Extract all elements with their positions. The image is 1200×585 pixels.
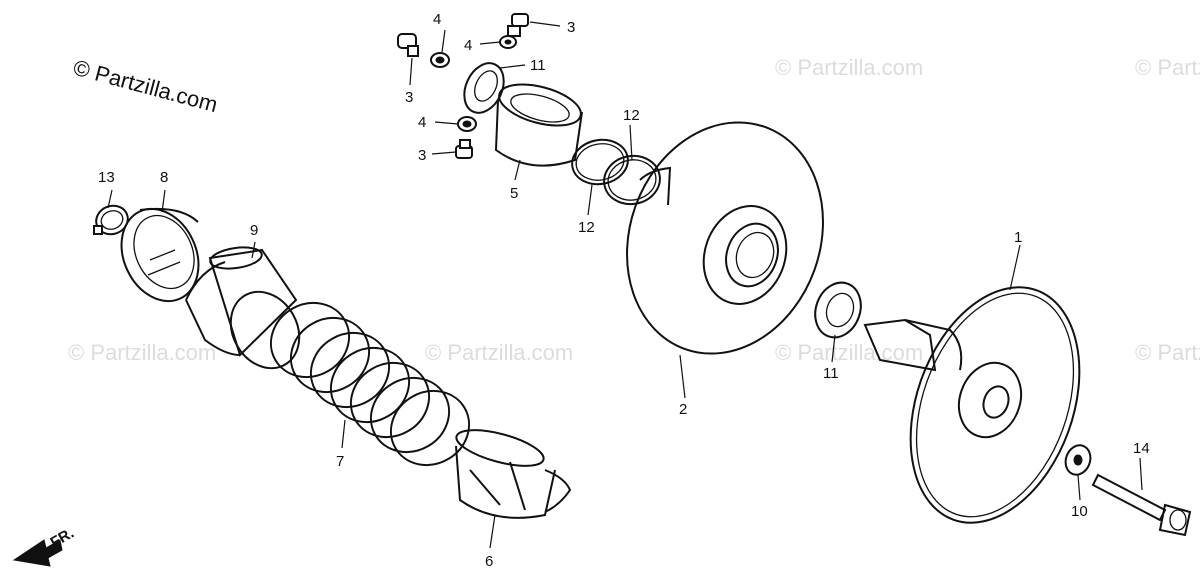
callout-12-top: 12 bbox=[623, 107, 640, 124]
callout-2: 2 bbox=[679, 401, 687, 418]
front-arrow: FR. bbox=[12, 525, 77, 567]
part-6-guide-collar bbox=[455, 429, 572, 519]
watermark-2: © Partzilla.com bbox=[1135, 55, 1200, 80]
part-14-bolt bbox=[1091, 473, 1192, 537]
callout-3-left: 3 bbox=[405, 89, 413, 106]
callout-4-top: 4 bbox=[433, 11, 441, 28]
leader-lines bbox=[107, 21, 1143, 549]
watermarks: © Partzilla.com © Partzilla.com © Partzi… bbox=[68, 55, 1200, 365]
small-parts-3-4 bbox=[397, 13, 529, 159]
callout-5: 5 bbox=[510, 185, 518, 202]
part-7-spring bbox=[269, 301, 471, 467]
part-2-movable-face bbox=[626, 121, 824, 355]
part-8-spring-seat bbox=[120, 207, 200, 303]
watermark-6: © Partzilla.com bbox=[1135, 340, 1200, 365]
callout-8: 8 bbox=[160, 169, 168, 186]
callout-12-lower: 12 bbox=[578, 219, 595, 236]
part-13-circlip bbox=[93, 204, 129, 236]
part-11-oil-seal-lower bbox=[814, 281, 862, 339]
callout-9: 9 bbox=[250, 222, 258, 239]
callout-14: 14 bbox=[1133, 440, 1150, 457]
watermark-4: © Partzilla.com bbox=[425, 340, 573, 365]
callout-11-lower: 11 bbox=[823, 365, 839, 382]
callout-6: 6 bbox=[485, 553, 493, 570]
part-12-o-rings bbox=[571, 138, 661, 206]
callout-1: 1 bbox=[1014, 229, 1022, 246]
part-5-sleeve bbox=[494, 83, 583, 167]
callout-11-top: 11 bbox=[530, 57, 546, 74]
watermark-3: © Partzilla.com bbox=[68, 340, 216, 365]
callout-3-middle: 3 bbox=[418, 147, 426, 164]
part-1-drive-face bbox=[863, 286, 1081, 524]
callout-3-top: 3 bbox=[567, 19, 575, 36]
part-9-collar bbox=[185, 246, 301, 370]
watermark-1: © Partzilla.com bbox=[775, 55, 923, 80]
callout-4-middle: 4 bbox=[418, 114, 426, 131]
callout-7: 7 bbox=[336, 453, 344, 470]
part-11-oil-seal-top bbox=[463, 62, 505, 114]
callout-10: 10 bbox=[1071, 503, 1088, 520]
callout-13: 13 bbox=[98, 169, 115, 186]
callout-4-right: 4 bbox=[464, 37, 472, 54]
callout-labels: 1 2 3 3 3 4 4 4 5 6 7 8 9 10 11 11 12 12… bbox=[98, 11, 1150, 570]
part-10-washer bbox=[1064, 444, 1092, 476]
copyright-label: © Partzilla.com bbox=[71, 55, 221, 118]
watermark-5: © Partzilla.com bbox=[775, 340, 923, 365]
